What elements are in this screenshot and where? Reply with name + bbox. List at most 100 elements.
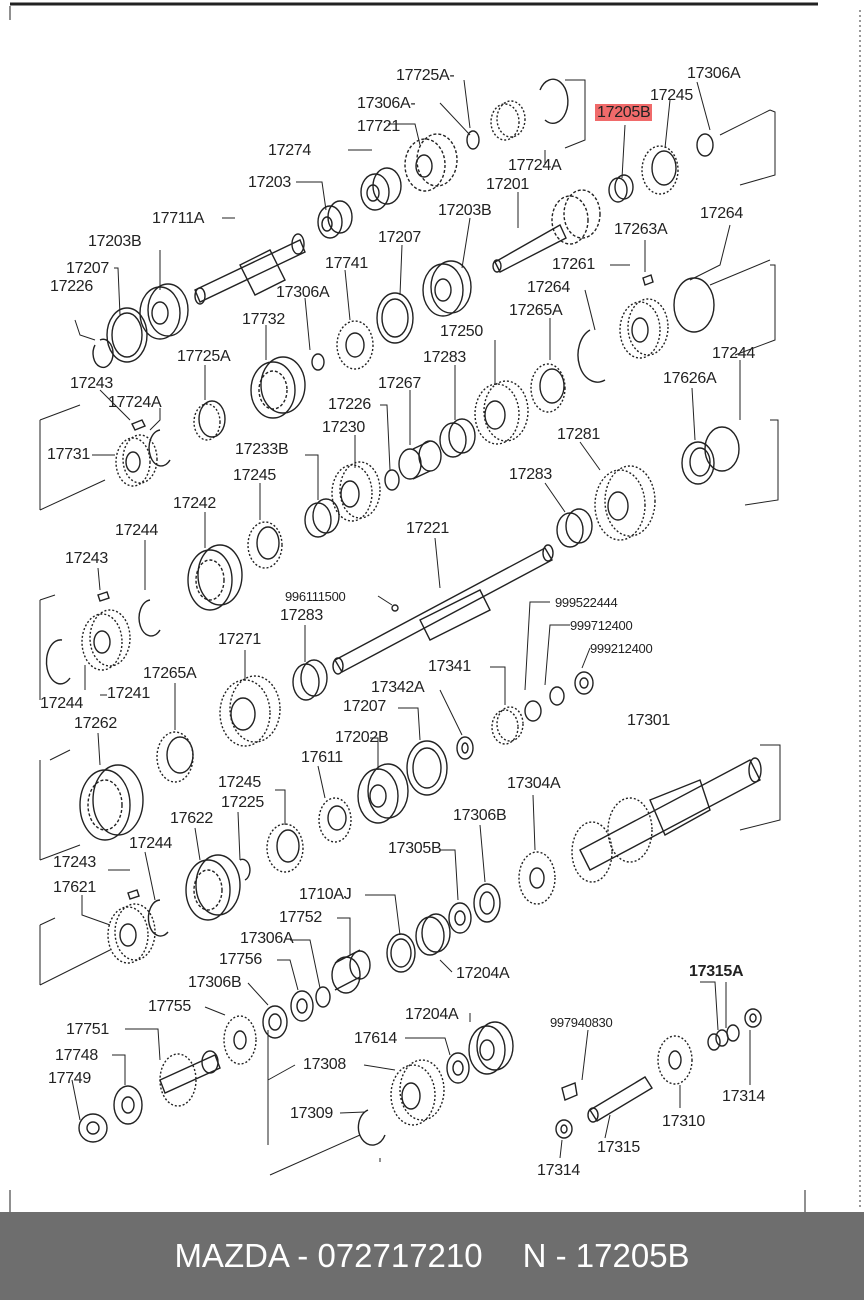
part-footer-bar: MAZDA - 072717210 N - 17205B <box>0 1212 864 1300</box>
part-label: 17308 <box>303 1056 346 1073</box>
part-label: 17201 <box>486 176 529 193</box>
footer-brand-part-number: MAZDA - 072717210 <box>174 1237 483 1274</box>
part-label: 17724A <box>108 394 162 411</box>
part-label: 17314 <box>537 1162 580 1179</box>
part-label: 17204A <box>405 1006 459 1023</box>
part-label: 17261 <box>552 256 595 273</box>
bottom-group <box>78 949 762 1146</box>
part-label: 17204A <box>456 965 510 982</box>
part-label: 1710AJ <box>299 886 352 903</box>
input-shaft-group <box>376 133 714 344</box>
part-label: 17245 <box>650 87 693 104</box>
part-label: 17310 <box>662 1113 705 1130</box>
part-label: 17731 <box>47 446 90 463</box>
part-label: 17226 <box>328 396 371 413</box>
part-label: 17342A <box>371 679 425 696</box>
part-label: 17306A <box>276 284 330 301</box>
part-label: 17751 <box>66 1021 109 1038</box>
part-label: 17341 <box>428 658 471 675</box>
part-label: 17309 <box>290 1105 333 1122</box>
part-label: 17207 <box>343 698 386 715</box>
upper-shaft-group <box>92 78 569 369</box>
part-label: 17226 <box>50 278 93 295</box>
part-label: 17207 <box>66 260 109 277</box>
part-label: 17283 <box>280 607 323 624</box>
part-label: 999712400 <box>570 618 633 633</box>
part-label: 17314 <box>722 1088 765 1105</box>
main-shaft-group <box>292 544 554 701</box>
part-label: 17265A <box>143 665 197 682</box>
part-label: 17305B <box>388 840 442 857</box>
part-label: 17203B <box>88 233 142 250</box>
leader-lines <box>39 79 781 1176</box>
countershaft-group <box>386 757 762 973</box>
part-label: 17225 <box>221 794 264 811</box>
part-label: 17274 <box>268 142 311 159</box>
part-label: 17262 <box>74 715 117 732</box>
part-label: 17621 <box>53 879 96 896</box>
part-label: 17267 <box>378 375 421 392</box>
part-label: 999212400 <box>590 641 653 656</box>
part-label: 17243 <box>53 854 96 871</box>
part-label: 17741 <box>325 255 368 272</box>
middle-left-group <box>115 274 740 548</box>
part-label: 17315 <box>597 1139 640 1156</box>
diagram-drawing <box>9 2 861 1212</box>
part-label: 17244 <box>712 345 755 362</box>
part-label: 17203 <box>248 174 291 191</box>
part-label: 17244 <box>129 835 172 852</box>
part-label: 17755 <box>148 998 191 1015</box>
part-label: 17264 <box>527 279 570 296</box>
part-label: 999522444 <box>555 595 618 610</box>
part-label: 17207 <box>378 229 421 246</box>
part-label: 17725A- <box>396 67 455 84</box>
lower-left-group <box>107 823 304 964</box>
center-small-parts <box>318 671 594 843</box>
part-label: 17306A <box>687 65 741 82</box>
part-label: 17306B <box>188 974 242 991</box>
part-label: 17283 <box>423 349 466 366</box>
highlighted-part-label: 17205B <box>595 104 653 121</box>
part-label: 17264 <box>700 205 743 222</box>
part-label: 17271 <box>218 631 261 648</box>
part-label: 17281 <box>557 426 600 443</box>
exploded-parts-diagram: 17725A- 17306A- 17721 17274 17203 17711A 17203… <box>9 2 861 1212</box>
footer-reference-number: N - 17205B <box>522 1237 690 1274</box>
part-label: 17243 <box>70 375 113 392</box>
part-label: 17721 <box>357 118 400 135</box>
part-label: 996111500 <box>285 589 346 604</box>
part-label: 17614 <box>354 1030 397 1047</box>
part-label: 17622 <box>170 810 213 827</box>
part-label: 17301 <box>627 712 670 729</box>
part-label: 17202B <box>335 729 389 746</box>
left-middle-group <box>45 521 283 841</box>
part-label: 17250 <box>440 323 483 340</box>
part-label: 17304A <box>507 775 561 792</box>
part-label: 17233B <box>235 441 289 458</box>
part-label: 17711A <box>152 210 205 227</box>
part-label: 17724A <box>508 157 562 174</box>
part-label: 17732 <box>242 311 285 328</box>
part-label: 17263A <box>614 221 668 238</box>
part-label: 17221 <box>406 520 449 537</box>
part-label: 17244 <box>115 522 158 539</box>
part-label: 17306A- <box>357 95 416 112</box>
part-label: 17306B <box>453 807 507 824</box>
part-label: 17242 <box>173 495 216 512</box>
part-label: 17315A <box>689 963 744 980</box>
part-label: 17244 <box>40 695 83 712</box>
part-label: 17611 <box>301 749 343 766</box>
part-label: 17283 <box>509 466 552 483</box>
part-label: 17245 <box>233 467 276 484</box>
part-label: 17748 <box>55 1047 98 1064</box>
part-label: 17265A <box>509 302 563 319</box>
part-label: 17725A <box>177 348 231 365</box>
part-label: 997940830 <box>550 1015 613 1030</box>
part-label: 17245 <box>218 774 261 791</box>
part-label: 17756 <box>219 951 262 968</box>
part-label: 17749 <box>48 1070 91 1087</box>
part-label: 17306A <box>240 930 294 947</box>
part-label: 17230 <box>322 419 365 436</box>
part-label: 17626A <box>663 370 717 387</box>
part-label: 17203B <box>438 202 492 219</box>
